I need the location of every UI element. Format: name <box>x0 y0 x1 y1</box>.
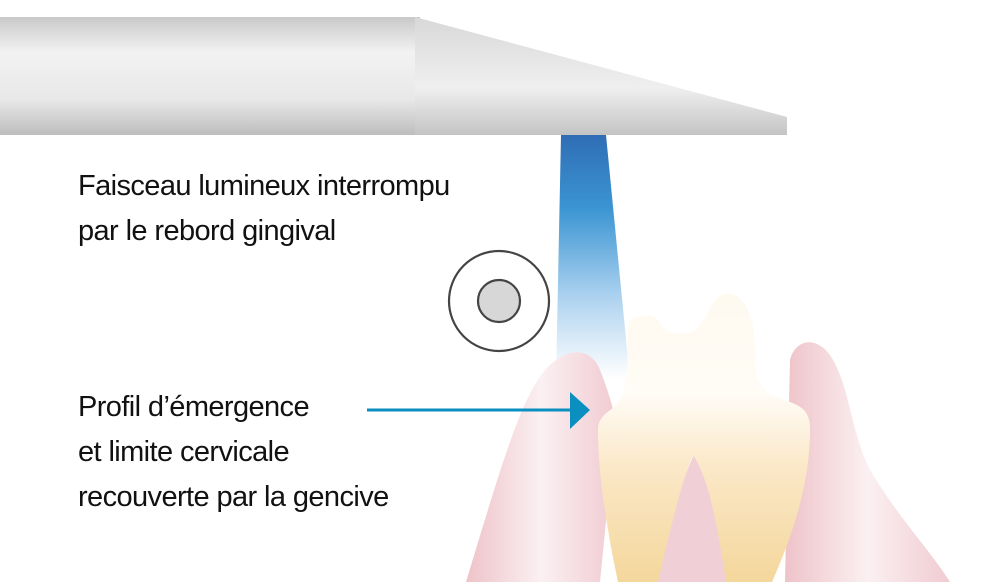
light-beam <box>556 135 630 380</box>
emergence-label: Profil d’émergence et limite cervicale r… <box>78 385 389 520</box>
emergence-label-line-1: Profil d’émergence <box>78 391 310 423</box>
tooth <box>598 293 810 582</box>
beam-label: Faisceau lumineux interrompu par le rebo… <box>78 164 450 254</box>
arrow-right-icon <box>367 392 590 429</box>
emergence-label-line-3: recouverte par la gencive <box>78 481 389 513</box>
circle-dot-icon <box>447 249 551 353</box>
gum-right <box>785 342 950 582</box>
beam-label-line-2: par le rebord gingival <box>78 215 336 247</box>
curing-light-tip <box>0 17 787 135</box>
gum-left <box>466 352 616 582</box>
beam-label-line-1: Faisceau lumineux interrompu <box>78 170 450 202</box>
emergence-label-line-2: et limite cervicale <box>78 436 290 468</box>
